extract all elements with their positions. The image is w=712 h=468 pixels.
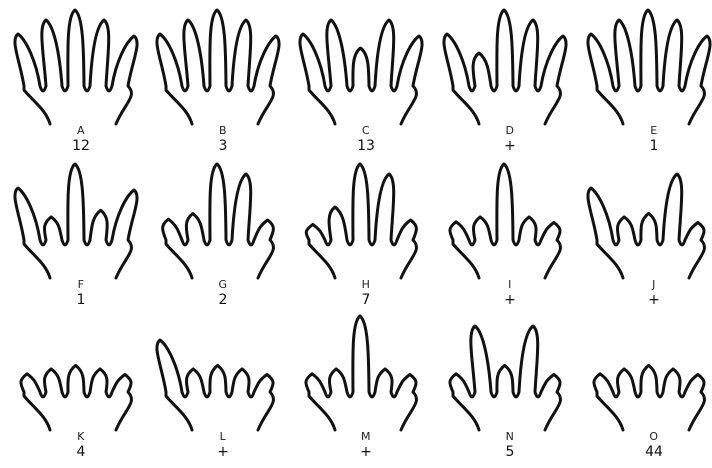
hand-outline bbox=[589, 312, 712, 430]
panel-count: 1 bbox=[583, 138, 712, 154]
panel-count: + bbox=[583, 292, 712, 308]
hand-outline bbox=[445, 312, 575, 430]
panel-letter: A bbox=[10, 124, 152, 137]
panel-letter: C bbox=[295, 124, 437, 137]
hand-outline bbox=[445, 6, 575, 124]
hand-outline-path bbox=[300, 20, 422, 124]
panel-count: 1 bbox=[10, 292, 152, 308]
hand-outline bbox=[16, 160, 146, 278]
hand-outline-path bbox=[594, 365, 705, 430]
hand-outline bbox=[589, 6, 712, 124]
panel-letter: O bbox=[583, 430, 712, 443]
hand-panel-m: M+ bbox=[295, 310, 437, 466]
panel-letter: I bbox=[439, 278, 581, 291]
hand-outline-path bbox=[15, 10, 137, 124]
panel-count: 4 bbox=[10, 444, 152, 460]
hand-outline-path bbox=[306, 164, 416, 278]
hand-outline-path bbox=[588, 174, 705, 278]
hand-outline-path bbox=[163, 164, 274, 278]
panel-count: 44 bbox=[583, 444, 712, 460]
hand-panel-l: L+ bbox=[152, 310, 294, 466]
panel-letter: M bbox=[295, 430, 437, 443]
hand-panel-i: I+ bbox=[439, 158, 581, 314]
hand-outline-path bbox=[306, 316, 417, 430]
hand-outline bbox=[445, 160, 575, 278]
hand-outline-path bbox=[450, 164, 561, 278]
hand-outline bbox=[301, 312, 431, 430]
hand-outline bbox=[589, 160, 712, 278]
hand-outline bbox=[301, 160, 431, 278]
hand-outline bbox=[158, 160, 288, 278]
panel-letter: F bbox=[10, 278, 152, 291]
hand-outline-path bbox=[157, 10, 279, 124]
panel-count: 13 bbox=[295, 138, 437, 154]
hand-outline-path bbox=[21, 365, 132, 430]
panel-count: 7 bbox=[295, 292, 437, 308]
hand-outline bbox=[301, 6, 431, 124]
panel-count: + bbox=[295, 444, 437, 460]
panel-count: 2 bbox=[152, 292, 294, 308]
panel-count: 5 bbox=[439, 444, 581, 460]
hand-outline-path bbox=[588, 10, 710, 124]
hand-outline bbox=[16, 312, 146, 430]
panel-letter: J bbox=[583, 278, 712, 291]
panel-letter: K bbox=[10, 430, 152, 443]
hand-outline-path bbox=[157, 340, 274, 430]
hand-outline bbox=[158, 6, 288, 124]
hand-outline bbox=[16, 6, 146, 124]
hand-outline-path bbox=[450, 326, 561, 430]
panel-count: 3 bbox=[152, 138, 294, 154]
hand-outline-path bbox=[15, 164, 137, 278]
hand-panel-j: J+ bbox=[583, 158, 712, 314]
panel-letter: B bbox=[152, 124, 294, 137]
panel-count: 12 bbox=[10, 138, 152, 154]
panel-letter: D bbox=[439, 124, 581, 137]
panel-count: + bbox=[152, 444, 294, 460]
panel-count: + bbox=[439, 292, 581, 308]
hand-outline bbox=[158, 312, 288, 430]
panel-letter: H bbox=[295, 278, 437, 291]
hand-panel-d: D+ bbox=[439, 4, 581, 160]
hand-outline-path bbox=[444, 10, 566, 124]
panel-letter: G bbox=[152, 278, 294, 291]
panel-letter: L bbox=[152, 430, 294, 443]
panel-count: + bbox=[439, 138, 581, 154]
panel-letter: E bbox=[583, 124, 712, 137]
panel-letter: N bbox=[439, 430, 581, 443]
